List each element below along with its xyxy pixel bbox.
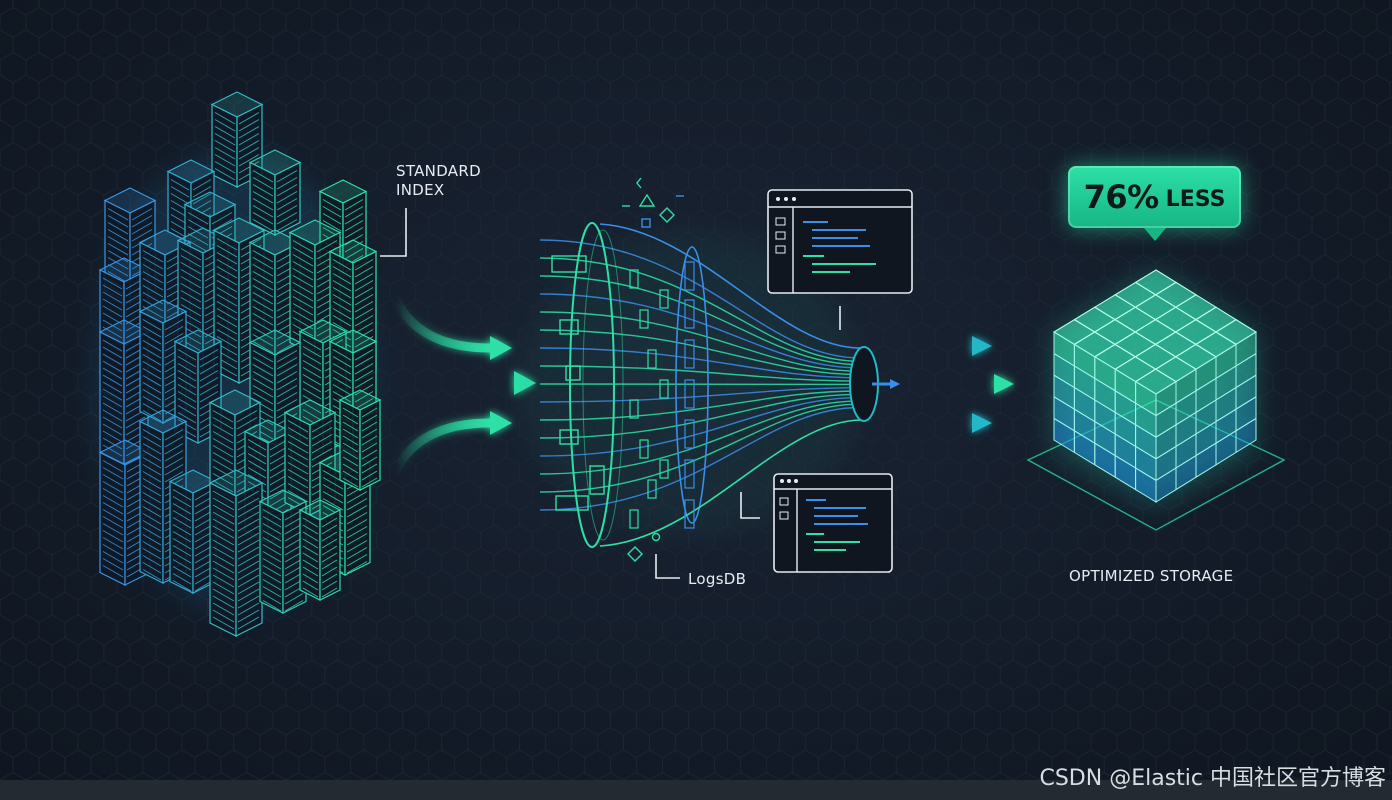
reduction-percent: 76% [1083,178,1160,216]
standard-index-label-line1: STANDARD [396,162,481,180]
funnel-data-blocks [551,255,695,529]
logsdb-callout-line [655,554,680,579]
outflow-arrows [914,336,1014,433]
logsdb-label: LogsDB [688,570,747,588]
inflow-arrow-bottom-head [490,411,512,435]
code-window-bottom [773,473,893,573]
standard-index-callout-line [380,208,407,257]
outflow-arrow-bottom-head [972,413,992,433]
code-window-top [767,189,913,294]
server-tower-27 [338,389,382,491]
server-tower-29 [258,489,308,614]
standard-index-server-cluster [95,91,382,637]
funnel-inlet-ring [569,222,615,548]
watermark-text: CSDN @Elastic 中国社区官方博客 [1039,766,1386,791]
standard-index-label: STANDARD INDEX [396,162,481,200]
server-tower-30 [298,499,342,601]
funnel-flow-lines [539,239,861,511]
server-tower-3 [248,149,302,236]
server-tower-28 [208,469,264,637]
optimized-storage-cube [1052,269,1258,505]
optimized-storage-label: OPTIMIZED STORAGE [1069,567,1234,585]
standard-index-label-line2: INDEX [396,181,445,199]
reduction-badge: 76% LESS [1068,166,1241,241]
funnel-mid-ring [675,246,709,524]
watermark-bar [0,780,1392,800]
floating-shape-icons [622,177,684,562]
inflow-arrows [391,295,536,475]
outflow-arrow-top-head [972,336,992,356]
outflow-arrow-middle-head [994,374,1014,394]
reduction-text: LESS [1165,186,1226,212]
code-window-bottom-connector [740,492,760,519]
logsdb-funnel [520,177,900,562]
inflow-arrow-top-head [490,336,512,360]
server-tower-22 [168,469,218,594]
inflow-arrow-bottom [391,418,495,475]
inflow-arrow-top [391,295,495,353]
